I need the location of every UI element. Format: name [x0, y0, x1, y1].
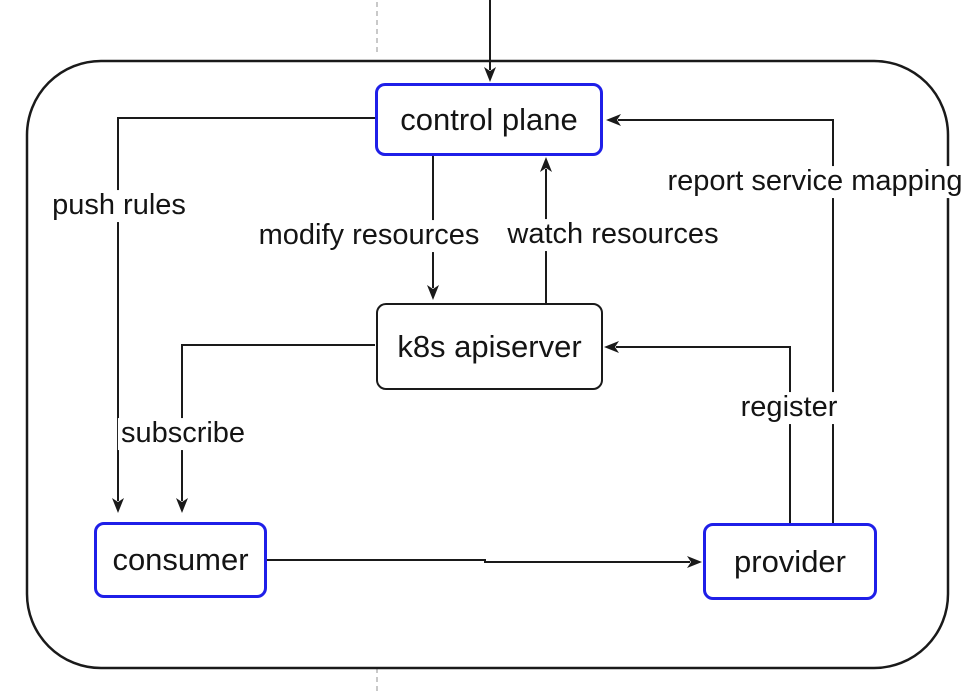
arrowhead-report-service-mapping-left-icon	[606, 114, 621, 126]
edge-label-watch-resources: watch resources	[504, 218, 722, 251]
arrowhead-push-rules-down-icon	[112, 498, 124, 513]
edge-report-service-mapping-line	[618, 119, 834, 524]
edge-register-line	[616, 346, 791, 524]
edge-label-push-rules: push rules	[49, 189, 189, 222]
arrowhead-watch-resources-up-icon	[540, 157, 552, 172]
arrowhead-entry-down-icon	[484, 67, 496, 82]
edge-label-report-service-mapping: report service mapping	[664, 165, 966, 198]
node-consumer: consumer	[94, 522, 267, 598]
node-control-plane-label: control plane	[400, 101, 578, 137]
node-k8s-apiserver: k8s apiserver	[376, 303, 603, 390]
node-provider-label: provider	[734, 543, 846, 579]
arrowhead-subscribe-down-icon	[176, 498, 188, 513]
edge-label-modify-resources: modify resources	[255, 219, 483, 252]
node-consumer-label: consumer	[112, 542, 249, 577]
system-boundary	[25, 59, 950, 670]
arrowhead-consumer-provider-right-icon	[687, 556, 702, 568]
arrowhead-register-left-icon	[604, 341, 619, 353]
edge-consumer-provider-line	[267, 559, 690, 563]
edge-push-rules-line	[117, 117, 375, 501]
node-provider: provider	[703, 523, 877, 600]
node-control-plane: control plane	[375, 83, 603, 156]
node-k8s-apiserver-label: k8s apiserver	[397, 328, 582, 364]
arrowhead-modify-resources-down-icon	[427, 285, 439, 300]
edge-label-register: register	[737, 391, 841, 424]
edge-label-subscribe: subscribe	[117, 417, 249, 450]
